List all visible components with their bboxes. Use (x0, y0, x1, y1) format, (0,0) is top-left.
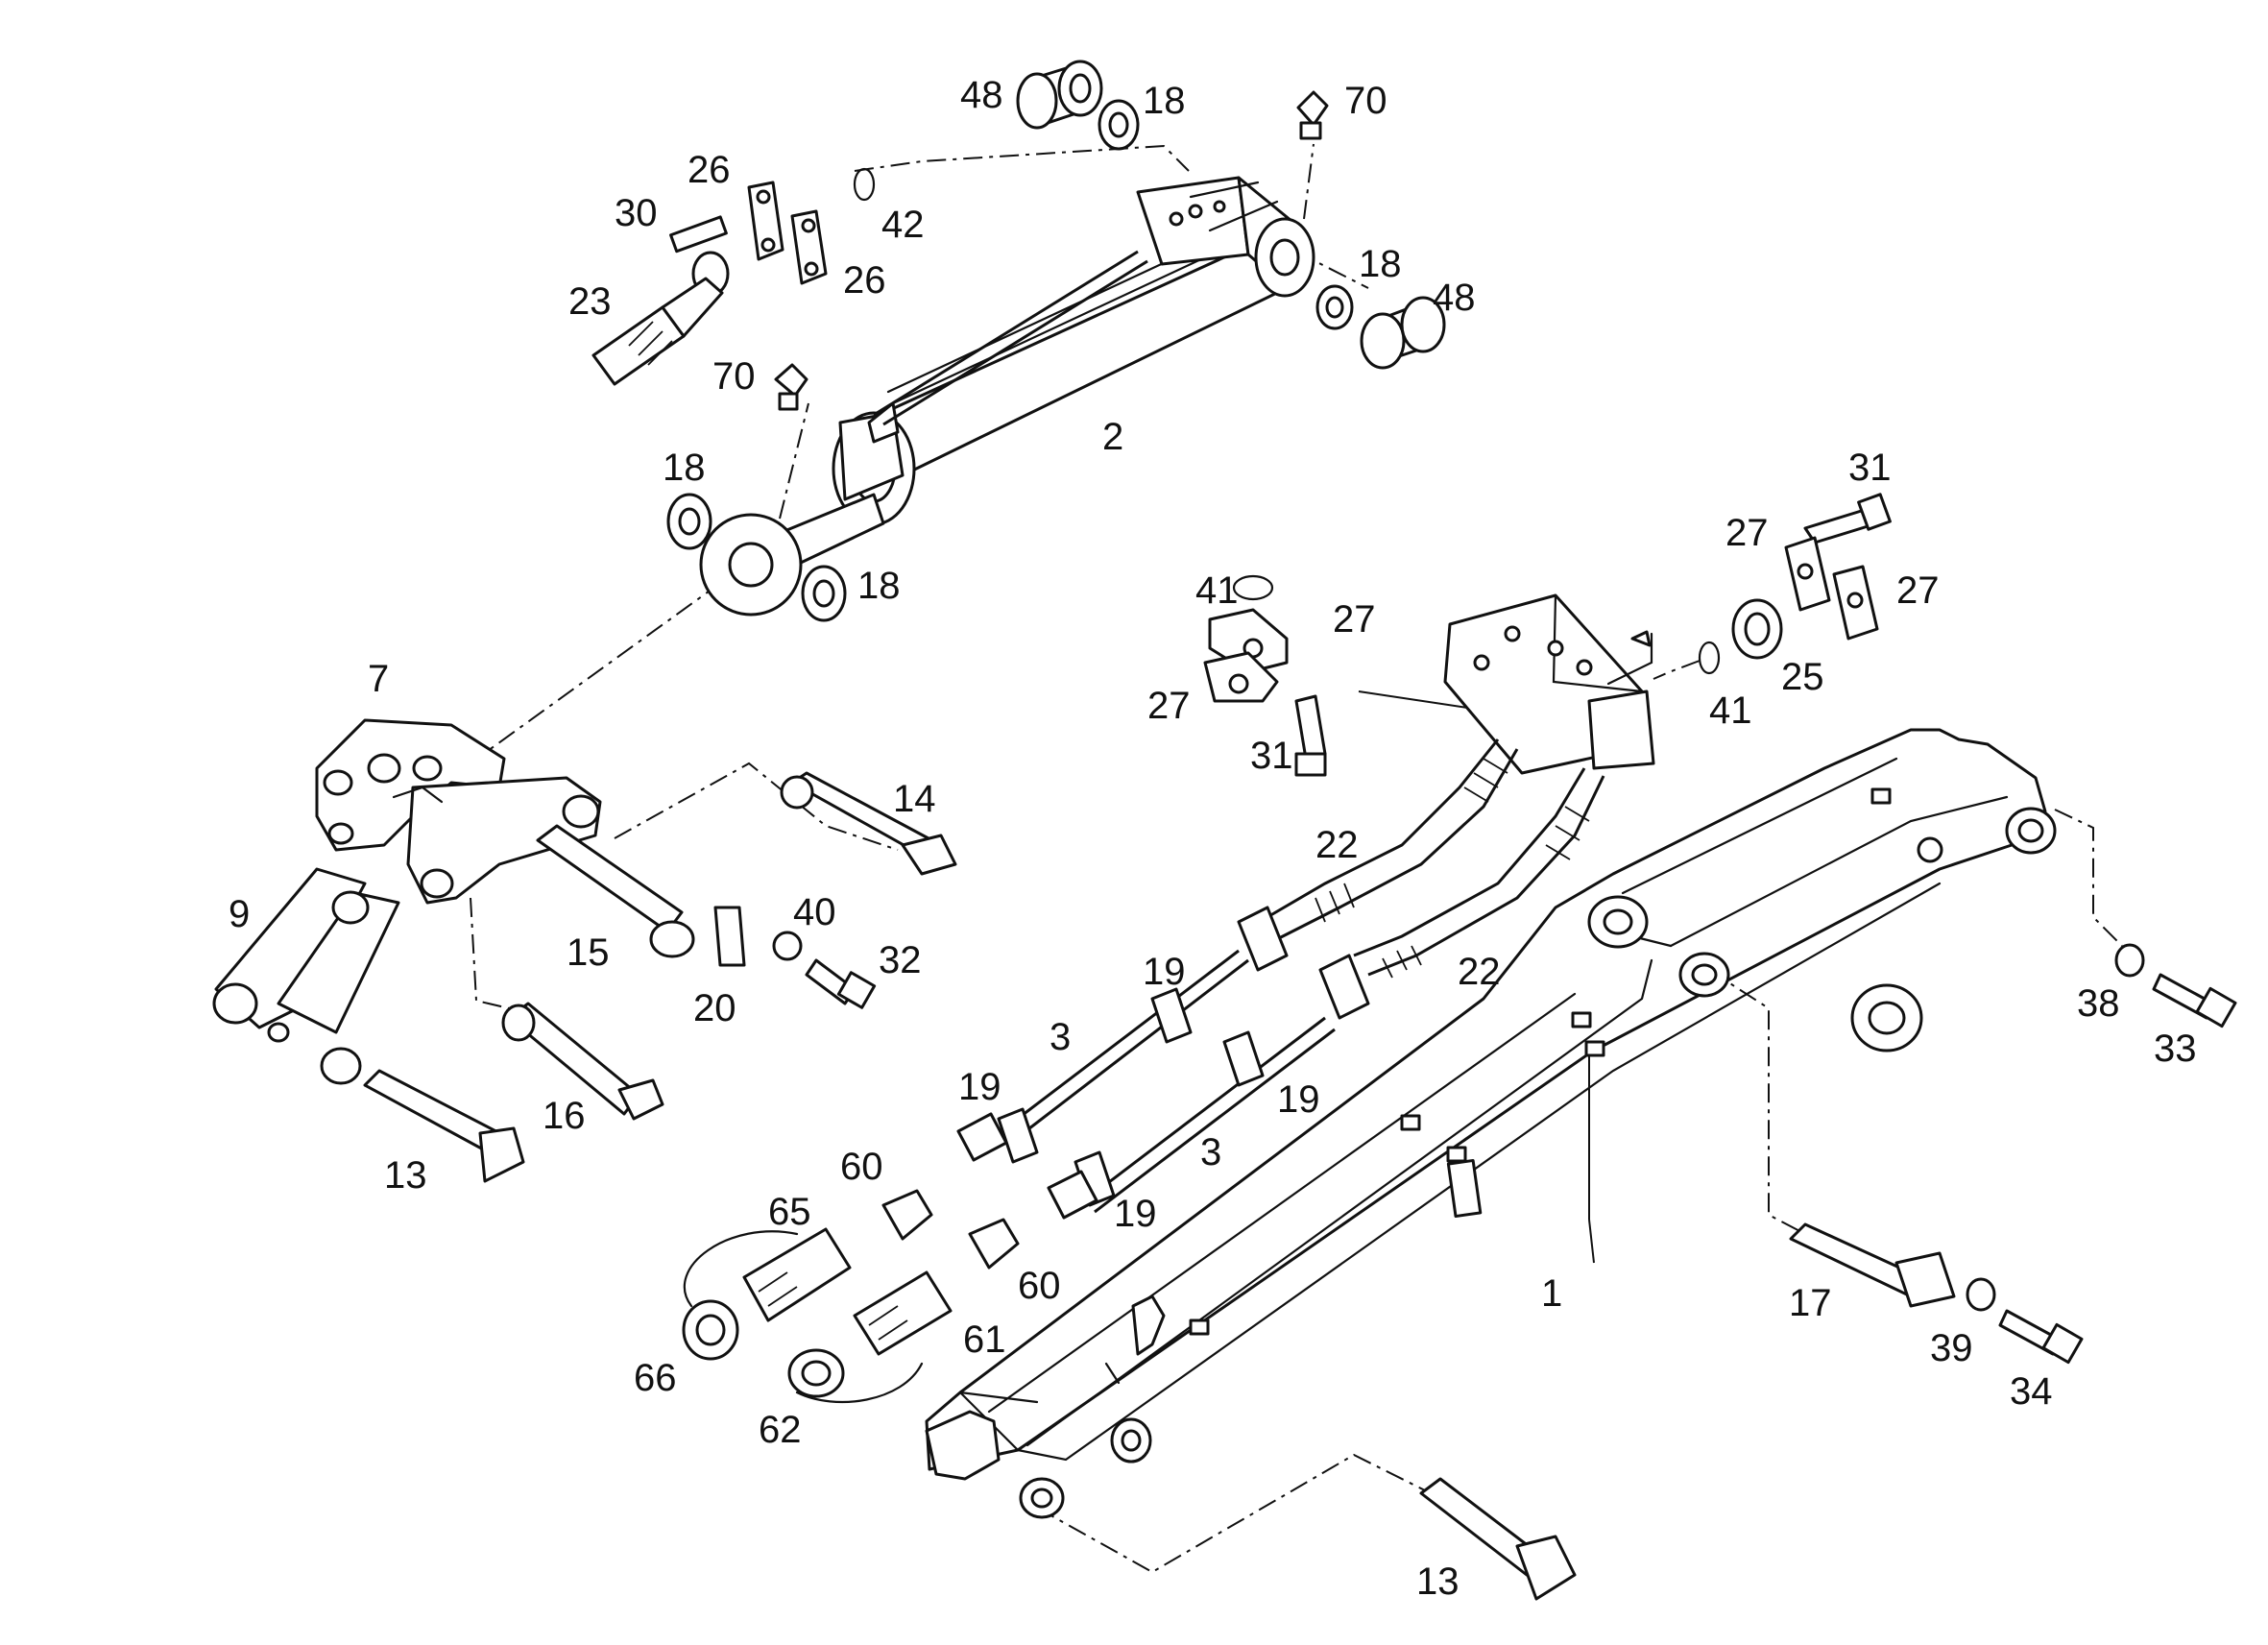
callout-26-upper: 26 (688, 149, 731, 191)
callout-25: 25 (1781, 656, 1824, 698)
callout-40: 40 (793, 891, 836, 933)
callout-61: 61 (963, 1318, 1006, 1361)
callout-22-lower: 22 (1458, 951, 1501, 993)
callout-13-bottom: 13 (1416, 1560, 1460, 1603)
callout-17: 17 (1789, 1282, 1832, 1324)
callout-41-mid: 41 (1195, 569, 1239, 612)
callout-16: 16 (543, 1095, 586, 1137)
rigid-pipes (881, 949, 1336, 1270)
callout-31-mid: 31 (1250, 735, 1293, 777)
callout-30: 30 (615, 192, 658, 234)
callout-3-upper: 3 (1050, 1016, 1071, 1058)
quick-couplers (682, 1227, 953, 1404)
hoses (1237, 738, 1605, 1020)
callout-22-upper: 22 (1315, 824, 1359, 866)
callout-33: 33 (2154, 1028, 2197, 1070)
callout-48-top: 48 (960, 74, 1003, 116)
callout-27-mid-lower: 27 (1147, 685, 1191, 727)
callout-19-c: 19 (1277, 1078, 1320, 1121)
callout-23: 23 (568, 280, 612, 323)
callout-18-top: 18 (1143, 80, 1186, 122)
valve-block-assembly (1203, 493, 1892, 777)
callout-70-top: 70 (1344, 80, 1387, 122)
callout-2: 2 (1102, 416, 1123, 458)
callout-62: 62 (759, 1409, 802, 1451)
callout-26-lower: 26 (843, 259, 886, 302)
callout-13-left: 13 (384, 1154, 427, 1197)
callout-20: 20 (693, 987, 736, 1029)
callout-42: 42 (881, 204, 925, 246)
top-parts (591, 60, 1446, 622)
cylinder-pipes (873, 250, 1148, 426)
callout-27-right-upper: 27 (1725, 512, 1769, 554)
callout-60-lower: 60 (1018, 1265, 1061, 1307)
callout-66: 66 (634, 1357, 677, 1399)
callout-34: 34 (2010, 1370, 2053, 1413)
callout-70-mid: 70 (712, 355, 756, 398)
callout-9: 9 (229, 893, 250, 935)
callout-3-lower: 3 (1200, 1131, 1221, 1173)
callout-15: 15 (567, 931, 610, 974)
callout-19-a: 19 (1143, 951, 1186, 993)
callout-18-mid-right: 18 (857, 565, 901, 607)
callout-48-right: 48 (1433, 277, 1476, 319)
boom-arm (925, 728, 2057, 1519)
callout-38: 38 (2077, 982, 2120, 1025)
callout-18-right: 18 (1359, 243, 1402, 285)
hydraulic-cylinder (699, 176, 1315, 617)
left-linkage (212, 718, 2237, 1601)
leader-lines (439, 143, 2123, 1574)
callout-65: 65 (768, 1191, 811, 1233)
callout-60-upper: 60 (840, 1146, 883, 1188)
callout-41-right: 41 (1709, 689, 1752, 732)
callout-7: 7 (368, 658, 389, 700)
callout-39: 39 (1930, 1327, 1973, 1369)
callout-1: 1 (1541, 1272, 1562, 1315)
callout-32: 32 (879, 939, 922, 981)
callout-18-mid-left: 18 (663, 447, 706, 489)
callout-19-b: 19 (958, 1066, 1001, 1108)
callout-31-right: 31 (1848, 447, 1892, 489)
callout-19-d: 19 (1114, 1193, 1157, 1235)
callout-27-right-lower: 27 (1896, 569, 1940, 612)
callout-27-mid-upper: 27 (1333, 598, 1376, 641)
callout-labels: 48 18 70 26 30 42 26 23 18 48 70 2 18 18… (229, 74, 2197, 1603)
callout-14: 14 (893, 778, 936, 820)
